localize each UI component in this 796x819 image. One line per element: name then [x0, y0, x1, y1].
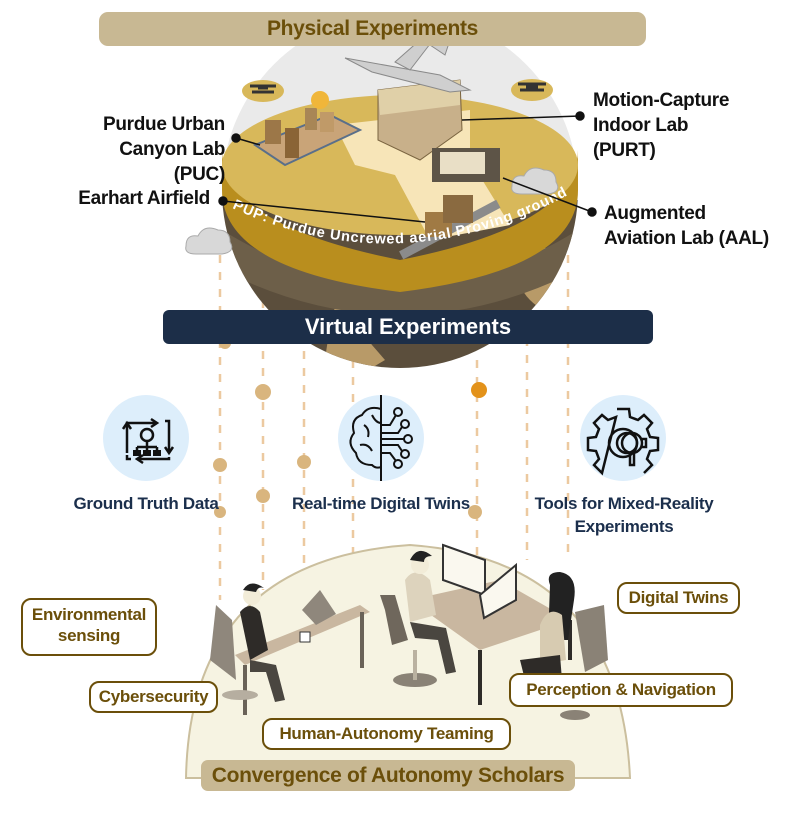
cloud-icon — [185, 227, 233, 255]
cloud-icon — [511, 167, 559, 195]
topic-perception-navigation: Perception & Navigation — [509, 673, 733, 707]
ground-truth-data-icon-circle — [103, 395, 189, 481]
earth-band — [222, 230, 578, 315]
ring-band — [222, 150, 578, 292]
site-label-puc: Purdue Urban Canyon Lab (PUC) — [102, 114, 225, 185]
feature-label-mixed-reality-tools: Tools for Mixed-Reality Experiments — [534, 494, 714, 536]
person-middle — [380, 550, 456, 687]
hangar — [443, 195, 473, 223]
site-label-earhart: Earhart Airfield — [78, 188, 210, 209]
leader-line-purt — [461, 115, 581, 121]
feature-label-real-time-digital-twins: Real-time Digital Twins — [292, 494, 470, 513]
leader-line-earhart — [222, 200, 426, 223]
gear-magnifier-icon — [586, 407, 660, 476]
brain-circuit-icon — [349, 395, 413, 481]
virtual-experiments-banner: Virtual Experiments — [163, 310, 653, 344]
site-label-purt: Motion-Capture Indoor Lab (PURT) — [593, 90, 730, 161]
dot-highlight — [471, 382, 487, 398]
mixed-reality-tools-icon-circle — [580, 395, 666, 481]
topic-human-autonomy-teaming: Human-Autonomy Teaming — [262, 718, 511, 750]
dot — [468, 505, 482, 519]
dot — [297, 455, 311, 469]
quadcopter — [250, 84, 276, 94]
topic-cybersecurity: Cybersecurity — [89, 681, 218, 713]
topic-digital-twins: Digital Twins — [617, 582, 740, 614]
quadcopter — [518, 82, 546, 92]
topic-environmental-sensing: Environmental sensing — [21, 598, 157, 656]
digital-twins-icon-circle — [338, 395, 424, 481]
dot — [214, 506, 226, 518]
dot — [213, 458, 227, 472]
workflow-gear-icon — [121, 417, 175, 465]
person-left — [210, 583, 285, 702]
convergence-banner: Convergence of Autonomy Scholars — [201, 760, 575, 791]
desk-right — [410, 543, 572, 705]
dot — [256, 489, 270, 503]
desk-left — [235, 590, 370, 715]
dot — [255, 384, 271, 400]
physical-experiments-banner: Physical Experiments — [99, 12, 646, 46]
site-label-aal: Augmented Aviation Lab (AAL) — [604, 203, 769, 249]
leader-line-aal — [502, 177, 593, 213]
feature-label-ground-truth-data: Ground Truth Data — [73, 494, 219, 513]
